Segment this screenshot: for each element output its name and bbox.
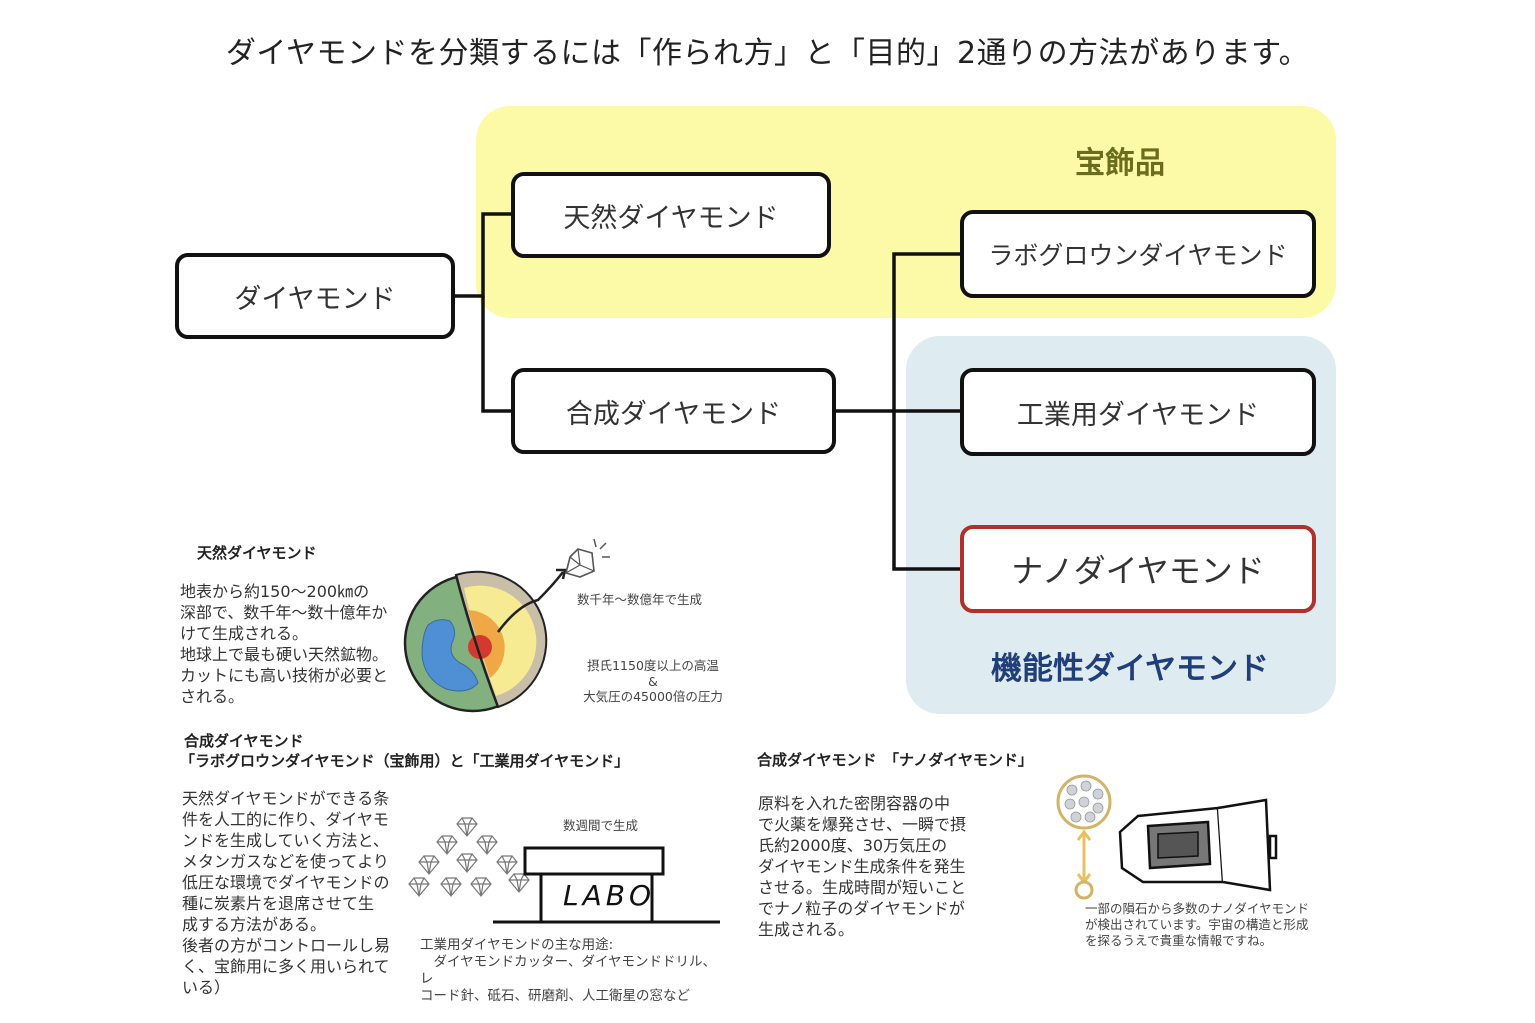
synthetic-section-subheading: 「ラボグロウンダイヤモンド（宝飾用）と「工業用ダイヤモンド」 — [180, 752, 630, 770]
node-nano-diamond: ナノダイヤモンド — [960, 525, 1316, 613]
node-synthetic-diamond: 合成ダイヤモンド — [511, 368, 836, 454]
natural-conditions-line2: & — [648, 674, 658, 689]
nano-caption: 一部の隕石から多数のナノダイヤモンド が検出されています。宇宙の構造と形成 を探… — [1085, 901, 1310, 948]
natural-conditions-line3: 大気圧の45000倍の圧力 — [583, 689, 723, 704]
labo-sign: LABO — [563, 879, 655, 912]
rough-diamond-icon — [565, 538, 610, 578]
synthetic-section-body: 天然ダイヤモンドができる条 件を人工的に作り、ダイヤモ ンドを生成していく方法と… — [182, 789, 391, 997]
synthetic-time-caption: 数週間で生成 — [563, 818, 639, 833]
nano-section-heading: 合成ダイヤモンド 「ナノダイヤモンド」 — [757, 751, 1033, 769]
nano-section-body: 原料を入れた密閉容器の中 で火薬を爆発させ、一瞬で摂 氏約2000度、30万気圧… — [758, 794, 967, 939]
page-title: ダイヤモンドを分類するには「作られ方」と「目的」2通りの方法があります。 — [225, 36, 1310, 71]
node-diamond: ダイヤモンド — [175, 253, 455, 339]
natural-section-body: 地表から約150～200㎞の 深部で、数千年～数十億年か けて生成される。 地球… — [180, 582, 389, 706]
earth-cross-section-icon — [403, 568, 567, 713]
natural-conditions-line1: 摂氏1150度以上の高温 — [587, 658, 719, 673]
jewelry-region-label: 宝飾品 — [1075, 146, 1165, 181]
industrial-uses-title: 工業用ダイヤモンドの主な用途: — [420, 937, 614, 953]
functional-region-label: 機能性ダイヤモンド — [990, 651, 1270, 687]
natural-time-caption: 数千年～数億年で生成 — [577, 592, 703, 607]
explosion-chamber-icon — [1118, 798, 1278, 892]
synthetic-section-heading: 合成ダイヤモンド — [184, 732, 304, 750]
node-labgrown-diamond: ラボグロウンダイヤモンド — [960, 210, 1316, 298]
node-industrial-diamond: 工業用ダイヤモンド — [960, 368, 1316, 456]
diamond-cluster-icon — [408, 817, 530, 897]
natural-section-heading: 天然ダイヤモンド — [197, 544, 317, 562]
labo-illustration: LABO — [408, 817, 720, 924]
industrial-uses-body: ダイヤモンドカッター、ダイヤモンドドリル、レ コード針、砥石、研磨剤、人工衛星の… — [420, 954, 717, 1004]
nano-illustration — [1056, 774, 1278, 900]
lab-building-icon — [493, 846, 720, 924]
node-natural-diamond: 天然ダイヤモンド — [511, 172, 831, 258]
nanodiamond-magnified-icon — [1056, 774, 1112, 900]
